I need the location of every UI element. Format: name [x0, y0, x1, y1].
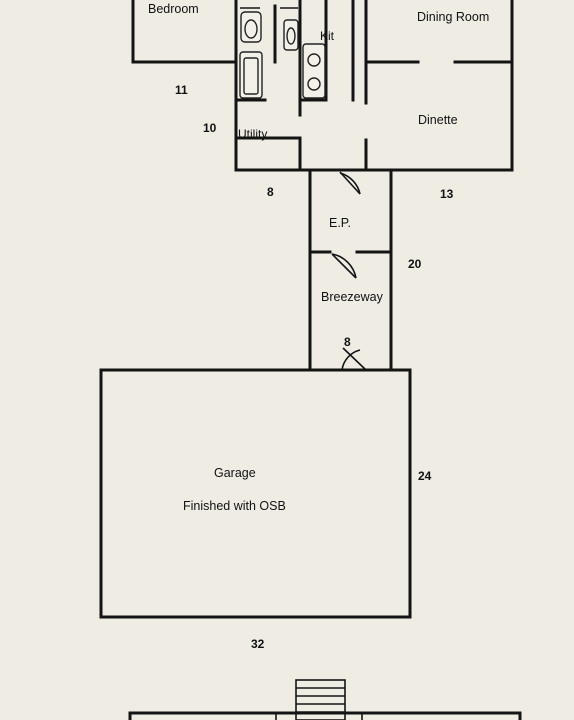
dimension-utility-depth: 10: [203, 121, 217, 135]
dimension-dinette-width: 13: [440, 187, 454, 201]
dining-dinette-walls: [234, 0, 514, 172]
dimension-garage-depth: 24: [418, 469, 432, 483]
lower-floor-edge: [128, 711, 522, 720]
entry-porch-breezeway-walls: [308, 168, 393, 372]
label-entry-porch: E.P.: [329, 216, 352, 230]
bedroom-walls: [131, 0, 238, 102]
bathroom-fixtures: [239, 11, 299, 99]
label-garage: Garage: [214, 466, 256, 480]
garage-walls: [99, 368, 412, 619]
label-dinette: Dinette: [418, 113, 458, 127]
bath-kitchen-walls: [234, 0, 368, 172]
dimension-bedroom-depth: 11: [175, 83, 188, 97]
label-garage-note: Finished with OSB: [183, 499, 286, 513]
dimension-ep-width: 8: [267, 185, 274, 199]
label-utility: Utility: [238, 127, 268, 141]
label-bedroom: Bedroom: [148, 2, 199, 16]
dimension-breezeway-width: 8: [344, 335, 351, 349]
dimension-breezeway-length: 20: [408, 257, 422, 271]
dimension-garage-width: 32: [251, 637, 265, 651]
label-kitchen: Kit: [320, 29, 335, 43]
label-breezeway: Breezeway: [321, 290, 383, 304]
kitchen-sink-fixture: [302, 43, 326, 99]
label-dining-room: Dining Room: [417, 10, 490, 24]
